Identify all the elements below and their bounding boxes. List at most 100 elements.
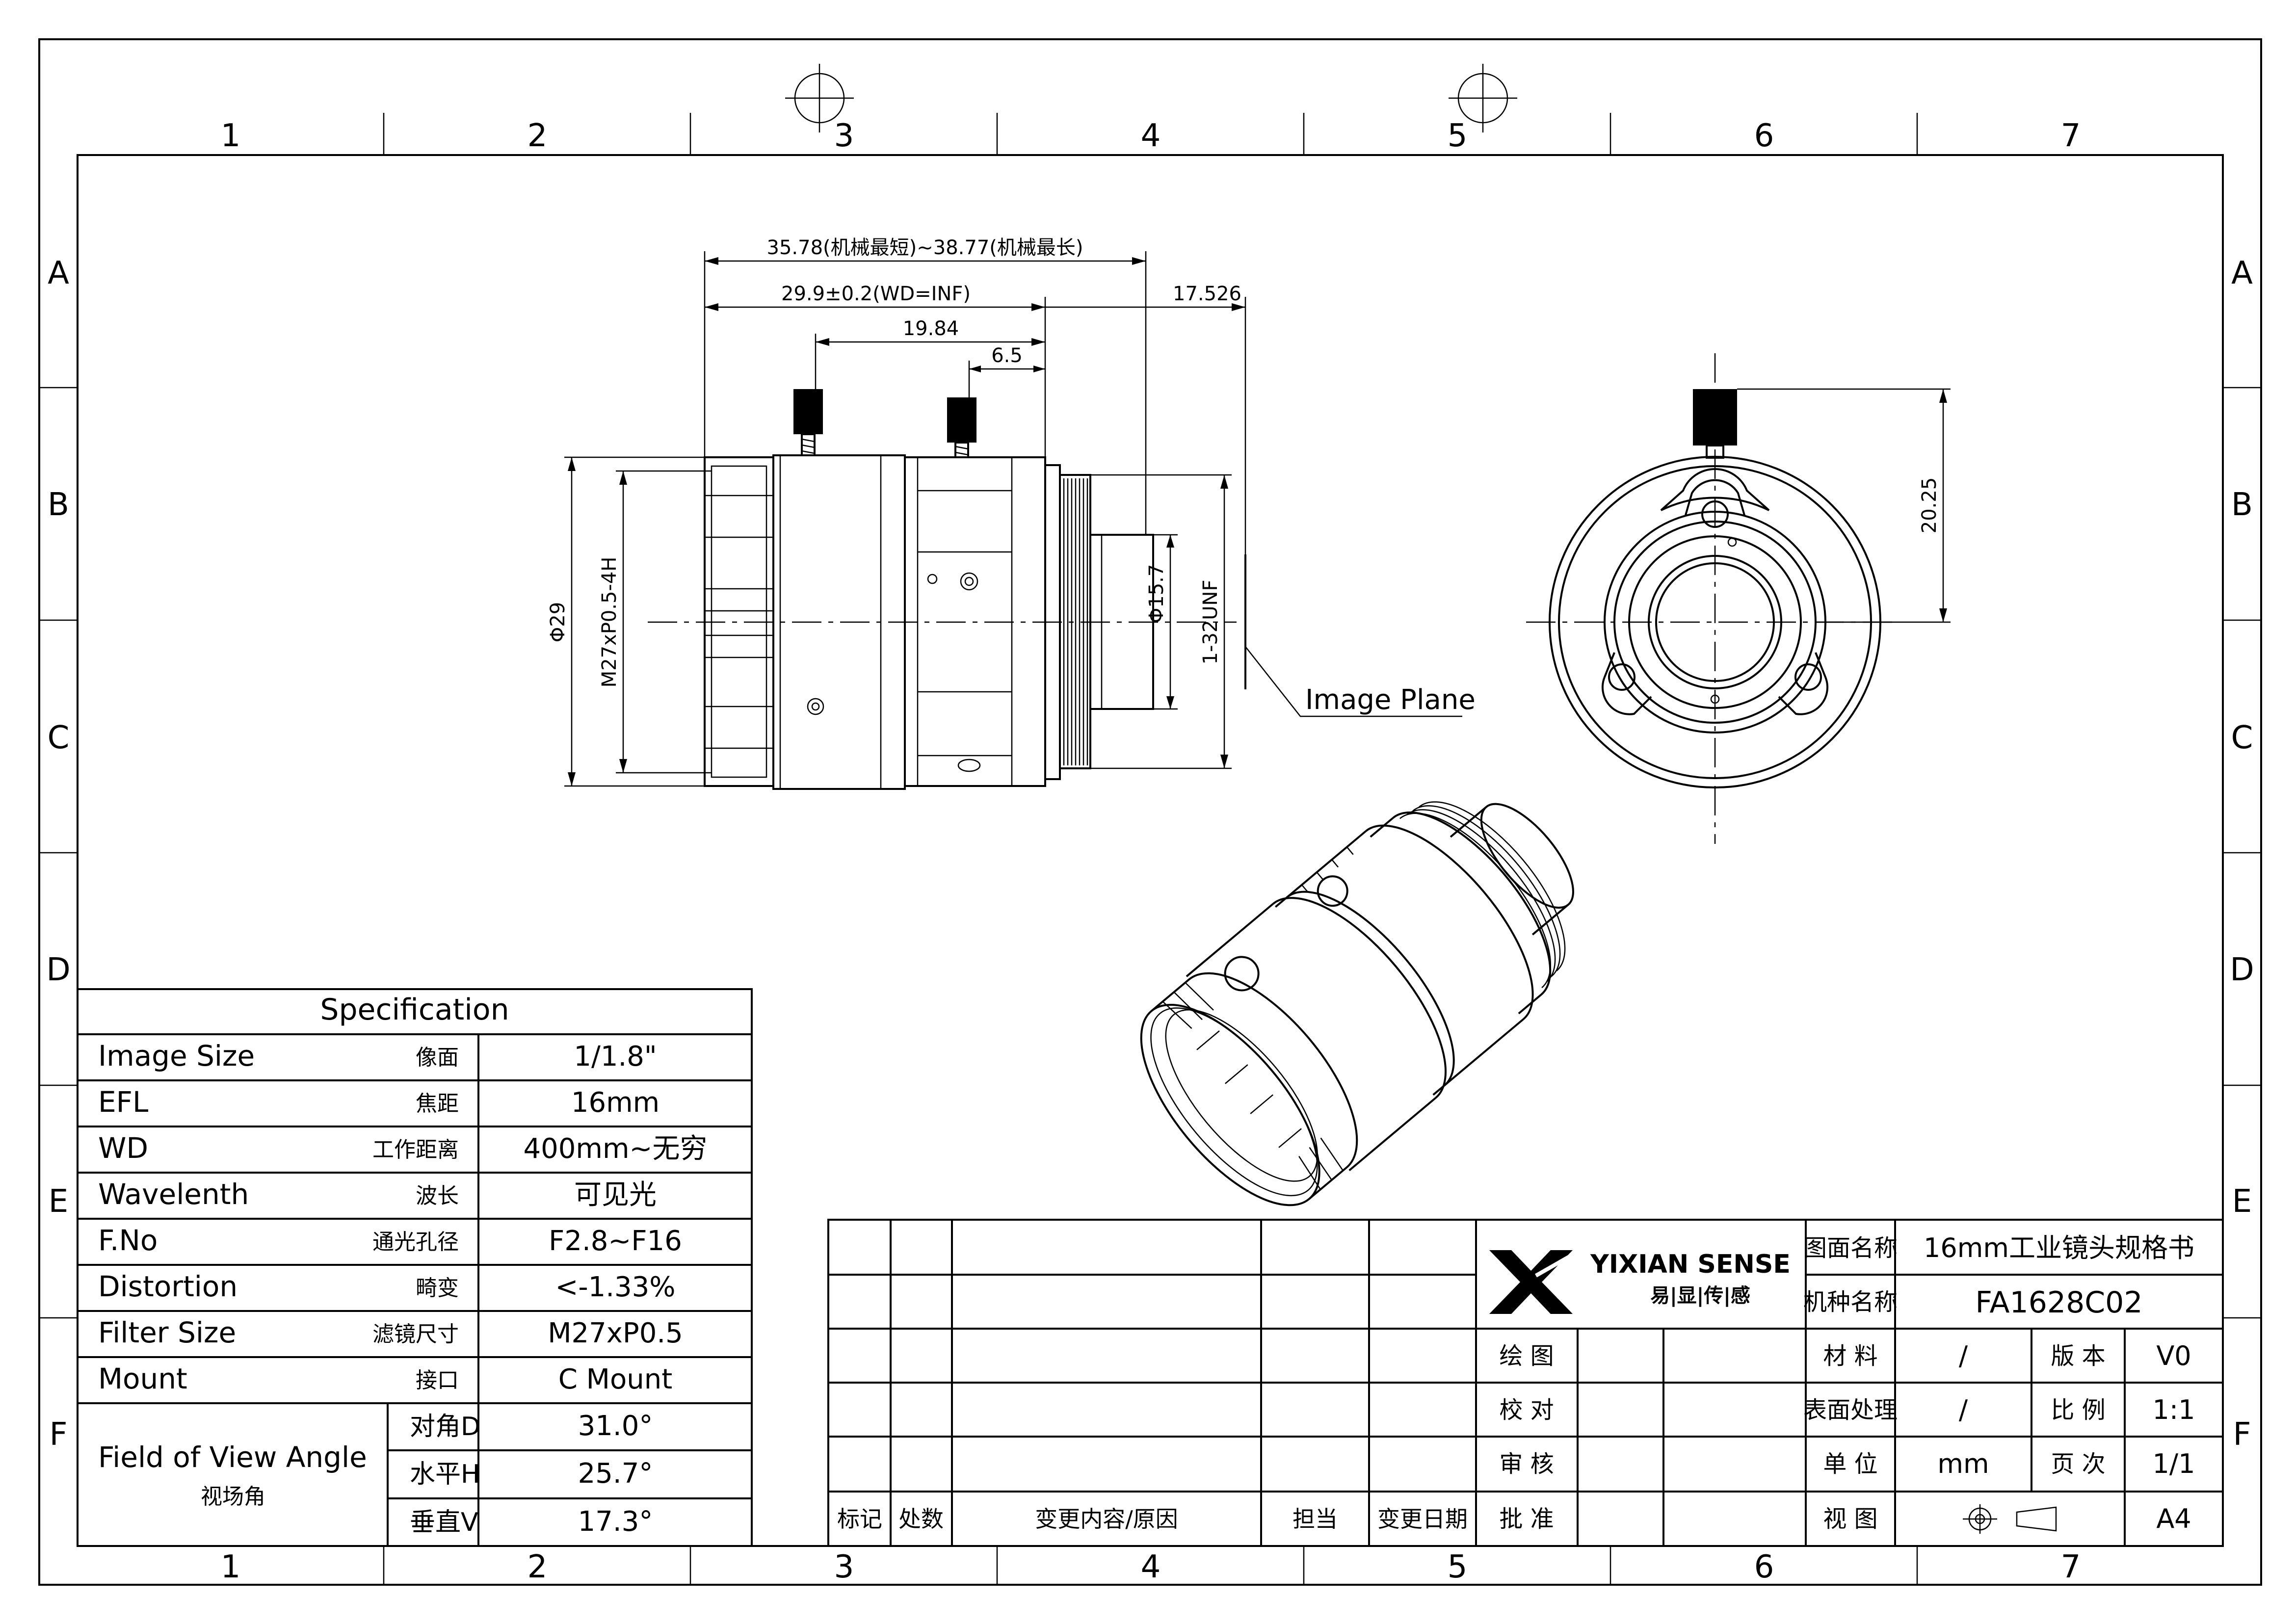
spec-label-cn: 像面 (416, 1045, 459, 1070)
specification-table: Specification Image Size EFL WD Wavelent… (77, 988, 753, 1547)
lens-rear-view: 20.25 (1526, 353, 1951, 844)
unit-value: mm (1937, 1448, 1989, 1479)
title-block: YIXIAN SENSE 易|显|传|感 绘 图 校 对 审 核 批 准 图面名… (1475, 1219, 2224, 1547)
spec-value: <-1.33% (555, 1271, 675, 1303)
yixian-logo-icon (1489, 1250, 1573, 1314)
side-view-dimensions: 35.78(机械最短)~38.77(机械最长) 29.9±0.2(WD=INF)… (547, 236, 1476, 787)
dim-screw-offset: 6.5 (991, 344, 1023, 367)
projection-symbol-icon (1963, 1504, 2057, 1534)
brand-name: YIXIAN SENSE (1590, 1250, 1791, 1279)
revision-header: 处数 (898, 1506, 944, 1532)
dim-screw-spacing: 19.84 (903, 317, 959, 340)
paper-size: A4 (2156, 1503, 2191, 1534)
revision-header: 标记 (837, 1506, 882, 1532)
page-label: 页 次 (2051, 1450, 2105, 1478)
spec-value: 400mm~无穷 (524, 1133, 708, 1165)
drawing-frame (38, 38, 2262, 1586)
spec-value: F2.8~F16 (549, 1225, 682, 1257)
fov-row-label: 对角D (410, 1412, 480, 1441)
surface-label: 表面处理 (1803, 1396, 1898, 1424)
frame-col-label: 6 (1754, 118, 1774, 154)
signoff-label: 批 准 (1499, 1505, 1554, 1533)
page-value: 1/1 (2153, 1448, 2195, 1479)
dim-overall-length: 35.78(机械最短)~38.77(机械最长) (767, 236, 1083, 259)
frame-row-label: A (48, 255, 69, 291)
frame-row-label: D (2230, 952, 2254, 988)
frame-row-label: B (2231, 487, 2253, 523)
lens-isometric-view (1140, 801, 1574, 1206)
signoff-label: 审 核 (1499, 1450, 1554, 1478)
brand-name-cn: 易|显|传|感 (1650, 1284, 1750, 1308)
frame-row-label: C (2231, 720, 2253, 756)
drawing-name-label: 图面名称 (1803, 1234, 1898, 1262)
spec-value: 16mm (571, 1087, 659, 1119)
frame-col-label: 1 (221, 118, 241, 154)
scale-value: 1:1 (2153, 1394, 2195, 1425)
center-mark-icon (1449, 64, 1517, 132)
image-plane-label: Image Plane (1305, 684, 1476, 716)
spec-label: EFL (98, 1085, 148, 1119)
spec-label: F.No (98, 1224, 158, 1257)
spec-value: M27xP0.5 (548, 1317, 683, 1349)
frame-row-label: C (48, 720, 70, 756)
fov-row-label: 水平H (410, 1460, 480, 1489)
signoff-label: 绘 图 (1499, 1342, 1554, 1370)
revision-header: 担当 (1293, 1506, 1338, 1532)
spec-label: WD (98, 1131, 148, 1165)
frame-row-label: A (2231, 255, 2253, 291)
signoff-label: 校 对 (1499, 1396, 1554, 1424)
fov-value: 31.0° (578, 1410, 653, 1442)
frame-row-label: D (46, 952, 70, 988)
spec-label: Mount (98, 1362, 187, 1395)
spec-value: C Mount (558, 1363, 672, 1395)
frame-col-label: 4 (1141, 1549, 1161, 1585)
spec-label-cn: 滤镜尺寸 (372, 1322, 459, 1347)
fov-value: 17.3° (578, 1506, 653, 1538)
view-label: 视 图 (1823, 1505, 1877, 1533)
fov-value: 25.7° (578, 1458, 653, 1490)
spec-label: Image Size (98, 1039, 255, 1073)
model-label: 机种名称 (1803, 1288, 1898, 1316)
frame-row-label: E (2232, 1183, 2252, 1220)
fov-row-label: 垂直V (410, 1508, 478, 1537)
spec-label-cn: 焦距 (416, 1091, 459, 1116)
version-value: V0 (2156, 1340, 2191, 1371)
frame-col-label: 1 (221, 1549, 241, 1585)
spec-label-cn: 工作距离 (372, 1137, 459, 1162)
frame-col-label: 5 (1448, 118, 1468, 154)
lens-side-view (648, 389, 1246, 790)
spec-label: Wavelenth (98, 1178, 249, 1211)
fov-label-cn: 视场角 (201, 1484, 265, 1509)
frame-col-label: 6 (1754, 1549, 1774, 1585)
scale-label: 比 例 (2051, 1396, 2105, 1424)
frame-row-label: F (2233, 1416, 2251, 1453)
material-value: / (1959, 1340, 1968, 1371)
frame-col-label: 5 (1448, 1549, 1468, 1585)
material-label: 材 料 (1823, 1342, 1877, 1370)
dim-flange: 29.9±0.2(WD=INF) (781, 283, 971, 305)
dim-mount-thread: 1-32UNF (1199, 580, 1222, 665)
drawing-name: 16mm工业镜头规格书 (1924, 1232, 2194, 1263)
dim-screw-height: 20.25 (1918, 477, 1941, 534)
dim-filter-thread: M27xP0.5-4H (598, 557, 621, 688)
unit-label: 单 位 (1823, 1450, 1877, 1478)
center-mark-icon (785, 64, 854, 132)
spec-label: Filter Size (98, 1316, 236, 1349)
spec-label: Distortion (98, 1270, 237, 1303)
spec-title: Specification (320, 993, 509, 1027)
surface-value: / (1959, 1394, 1968, 1425)
frame-row-label: E (49, 1183, 68, 1220)
revision-header: 变更日期 (1377, 1506, 1468, 1532)
spec-label-cn: 畸变 (416, 1276, 459, 1301)
frame-col-label: 4 (1141, 118, 1161, 154)
model-name: FA1628C02 (1976, 1285, 2143, 1320)
spec-label-cn: 波长 (416, 1183, 459, 1208)
spec-value: 1/1.8" (574, 1041, 657, 1073)
frame-row-label: F (50, 1416, 68, 1453)
frame-col-label: 3 (834, 118, 854, 154)
frame-col-label: 7 (2061, 118, 2081, 154)
frame-col-label: 3 (834, 1549, 854, 1585)
version-label: 版 本 (2051, 1342, 2105, 1370)
frame-col-label: 2 (528, 118, 548, 154)
